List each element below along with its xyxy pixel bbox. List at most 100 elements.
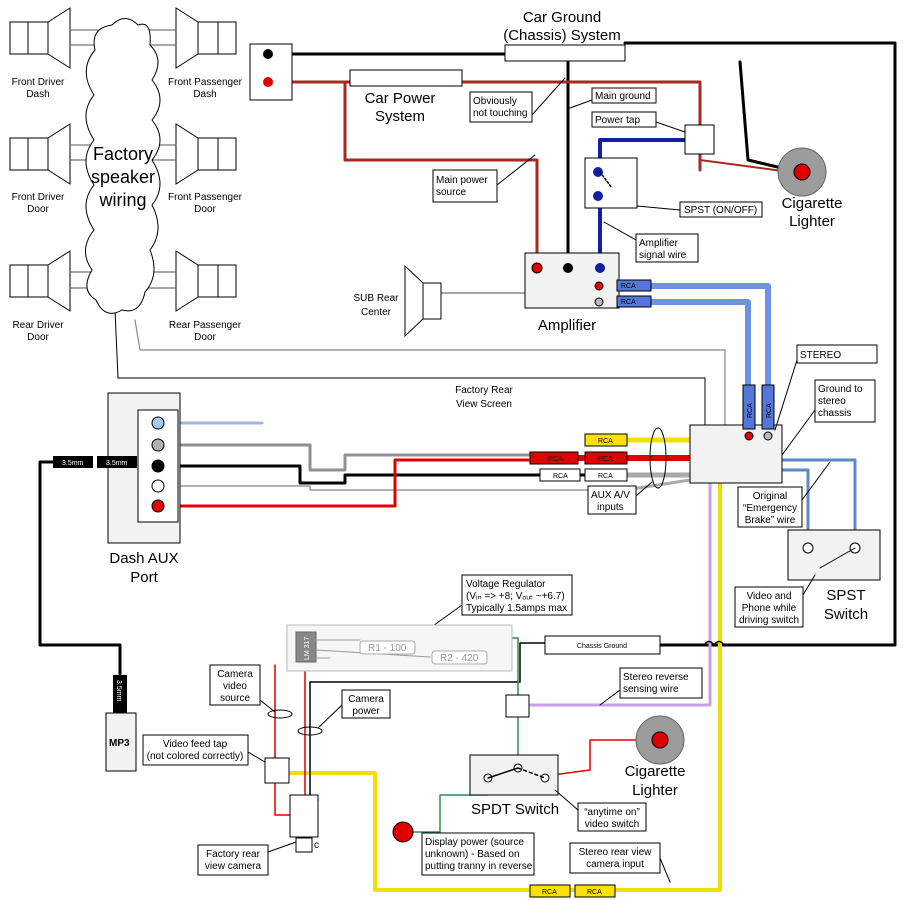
car-ground-bar bbox=[504, 44, 626, 62]
note-video-feed-tap-2: (not colored correctly) bbox=[147, 751, 244, 762]
note-ebrake-3: Brake” wire bbox=[745, 515, 796, 526]
mp3-cable bbox=[38, 460, 122, 682]
spst-toggle-top bbox=[593, 167, 603, 177]
car-power-label-1: Car Power bbox=[365, 90, 436, 107]
stereo-rca-plug-1-label: RCA bbox=[747, 403, 754, 418]
camera-video-red bbox=[274, 664, 301, 816]
stereo-rca-plug-1 bbox=[742, 384, 756, 430]
factory-wiring-label-1: Factory bbox=[93, 144, 153, 164]
note-aux-av-2: inputs bbox=[597, 502, 624, 513]
rca-plug-red-a bbox=[529, 451, 579, 465]
note-ground-stereo-2: stereo bbox=[818, 396, 846, 407]
car-power-bar bbox=[349, 69, 463, 87]
note-video-phone-1: Video and bbox=[747, 591, 792, 602]
camera-ground-black bbox=[309, 681, 319, 801]
amp-rca-plug-1-label: RCA bbox=[621, 283, 636, 290]
signal-wire bbox=[598, 138, 702, 270]
camera-video-tie bbox=[267, 709, 293, 719]
resistor-r2 bbox=[431, 650, 488, 665]
speaker-wire-stubs bbox=[69, 29, 177, 289]
leader-main-ground bbox=[569, 99, 593, 109]
spst-switch-contact-1 bbox=[802, 542, 814, 554]
spdt-lever-alt bbox=[517, 767, 546, 779]
label-front-passenger-dash-1: Front Passenger bbox=[168, 77, 243, 88]
note-display-power-3: putting tranny in reverse bbox=[425, 861, 533, 872]
note-factory-cam bbox=[197, 844, 269, 876]
note-display-power bbox=[421, 832, 535, 876]
label-front-passenger-dash-2: Dash bbox=[193, 89, 216, 100]
note-stereo-text: STEREO bbox=[800, 350, 841, 361]
aux-jack-black bbox=[151, 459, 165, 473]
aux-jack-gray bbox=[151, 438, 165, 452]
amp-ground-terminal bbox=[563, 263, 573, 273]
label-rear-driver-door-2: Door bbox=[27, 332, 49, 343]
note-amp-signal-1: Amplifier bbox=[639, 238, 679, 249]
note-not-touching-2: not touching bbox=[473, 108, 528, 119]
note-spst-on-off-text: SPST (ON/OFF) bbox=[684, 205, 757, 216]
lm317-chip bbox=[295, 631, 317, 663]
vr-amps: Typically 1.5amps max bbox=[466, 603, 567, 614]
note-power-tap bbox=[591, 111, 657, 128]
note-stereo-rear-cam-2: camera input bbox=[586, 859, 644, 870]
note-factory-cam-1: Factory rear bbox=[206, 849, 261, 860]
note-power-tap-text: Power tap bbox=[595, 115, 640, 126]
amp-power-terminal bbox=[531, 262, 543, 274]
note-stereo-reverse-1: Stereo reverse bbox=[623, 672, 689, 683]
leader-ground-stereo bbox=[781, 409, 816, 456]
rca-plug-red-b bbox=[584, 451, 628, 465]
spdt-lever bbox=[487, 767, 519, 779]
note-display-power-1: Display power (source bbox=[425, 837, 524, 848]
note-aux-av bbox=[587, 485, 637, 515]
factory-screen-1: Factory Rear bbox=[455, 385, 513, 396]
power-tap-to-lighter bbox=[699, 159, 791, 173]
speaker-front-driver-dash bbox=[9, 7, 71, 69]
battery-terminal-box bbox=[249, 43, 293, 101]
speaker-front-passenger-door bbox=[175, 123, 237, 185]
note-ebrake-2: “Emergency bbox=[743, 503, 797, 514]
chassis-ground-line bbox=[309, 642, 716, 683]
display-power-source bbox=[392, 821, 414, 843]
dash-aux-label-1: Dash AUX bbox=[109, 550, 178, 567]
leader-spst-on-off bbox=[636, 205, 681, 211]
stereo-rca-in-1 bbox=[744, 431, 754, 441]
note-main-ground bbox=[591, 87, 657, 104]
note-ground-stereo bbox=[814, 379, 876, 423]
note-video-phone-3: driving switch bbox=[739, 615, 799, 626]
reverse-tap-block bbox=[505, 694, 530, 718]
dash-aux-label-2: Port bbox=[130, 569, 158, 586]
battery-negative-terminal bbox=[263, 49, 273, 59]
lighter-spdt-red bbox=[544, 739, 656, 777]
amp-remote-terminal bbox=[595, 263, 605, 273]
label-rear-passenger-door-2: Door bbox=[194, 332, 216, 343]
chassis-ground-label: Chassis Ground bbox=[577, 643, 627, 650]
label-front-driver-dash-1: Front Driver bbox=[12, 77, 65, 88]
spst-switch-label-2: Switch bbox=[824, 606, 868, 623]
spst-switch-label-1: SPST bbox=[826, 587, 865, 604]
note-ebrake bbox=[737, 486, 803, 528]
note-video-feed-tap-1: Video feed tap bbox=[163, 739, 228, 750]
note-main-power-1: Main power bbox=[436, 175, 488, 186]
rca-yellow-bottom-b-label: RCA bbox=[587, 889, 602, 896]
jack-35-b-label: 3.5mm bbox=[106, 460, 128, 467]
resistor-r1 bbox=[359, 640, 416, 655]
leader-camera-video bbox=[259, 699, 276, 713]
r1-label: R1 - 100 bbox=[368, 643, 407, 654]
note-aux-av-1: AUX A/V bbox=[591, 490, 630, 501]
speaker-front-passenger-dash bbox=[175, 7, 237, 69]
note-video-feed-tap bbox=[142, 734, 249, 766]
amp-rca-out-2 bbox=[594, 297, 604, 307]
note-ground-stereo-1: Ground to bbox=[818, 384, 863, 395]
aux-wire-black bbox=[158, 464, 592, 485]
leader-not-touching bbox=[531, 77, 566, 116]
note-amp-signal bbox=[635, 233, 699, 263]
rca-yellow-bottom-a bbox=[529, 884, 571, 898]
note-video-phone bbox=[734, 586, 804, 628]
factory-wiring-label-3: wiring bbox=[98, 190, 146, 210]
cig-lighter-top-1: Cigarette bbox=[782, 195, 843, 212]
label-rear-driver-door-1: Rear Driver bbox=[12, 320, 64, 331]
ground-to-lighter bbox=[738, 60, 792, 172]
stereo-rca-in-2 bbox=[763, 431, 773, 441]
vr-title: Voltage Regulator bbox=[466, 579, 546, 590]
chassis-ground-box bbox=[544, 635, 661, 655]
